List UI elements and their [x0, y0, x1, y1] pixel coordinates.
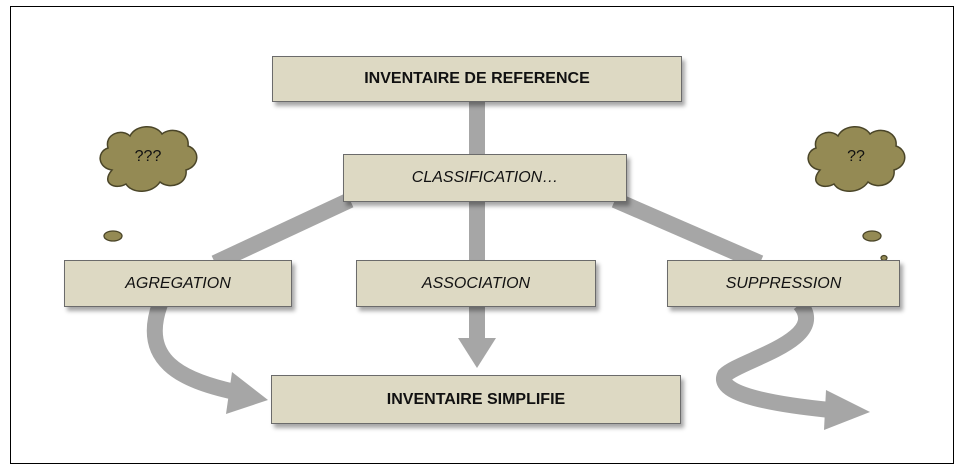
classification-box: CLASSIFICATION… — [343, 154, 627, 202]
classification-label: CLASSIFICATION… — [411, 169, 559, 186]
association-label: ASSOCIATION — [421, 274, 531, 292]
right-curve-arrow — [716, 298, 831, 418]
suppression-box: SUPPRESSION — [667, 260, 900, 307]
source-inventory-box: INVENTAIRE DE REFERENCE — [272, 56, 682, 102]
left-arrowhead — [226, 372, 268, 414]
branch-right-connector — [611, 192, 764, 271]
aggregation-box: AGREGATION — [64, 260, 292, 307]
right-arrowhead — [824, 390, 870, 430]
thought-left-text: ??? — [134, 148, 162, 165]
source-inventory-label: INVENTAIRE DE REFERENCE — [364, 70, 590, 87]
left-curve-arrow — [146, 301, 237, 400]
aggregation-label: AGREGATION — [125, 274, 231, 292]
suppression-label: SUPPRESSION — [725, 274, 842, 292]
thought-cloud-right — [807, 126, 906, 192]
simplified-inventory-box: INVENTAIRE SIMPLIFIE — [271, 375, 681, 424]
thought-right-text: ?? — [847, 148, 865, 165]
simplified-inventory-label: INVENTAIRE SIMPLIFIE — [386, 390, 566, 408]
trunk-arrowhead — [458, 338, 496, 368]
thought-cloud-left — [99, 126, 198, 192]
association-box: ASSOCIATION — [356, 260, 596, 307]
thought-bubble-right-1 — [862, 230, 882, 242]
thought-bubble-left-1 — [103, 230, 123, 242]
branch-left-connector — [211, 192, 354, 271]
